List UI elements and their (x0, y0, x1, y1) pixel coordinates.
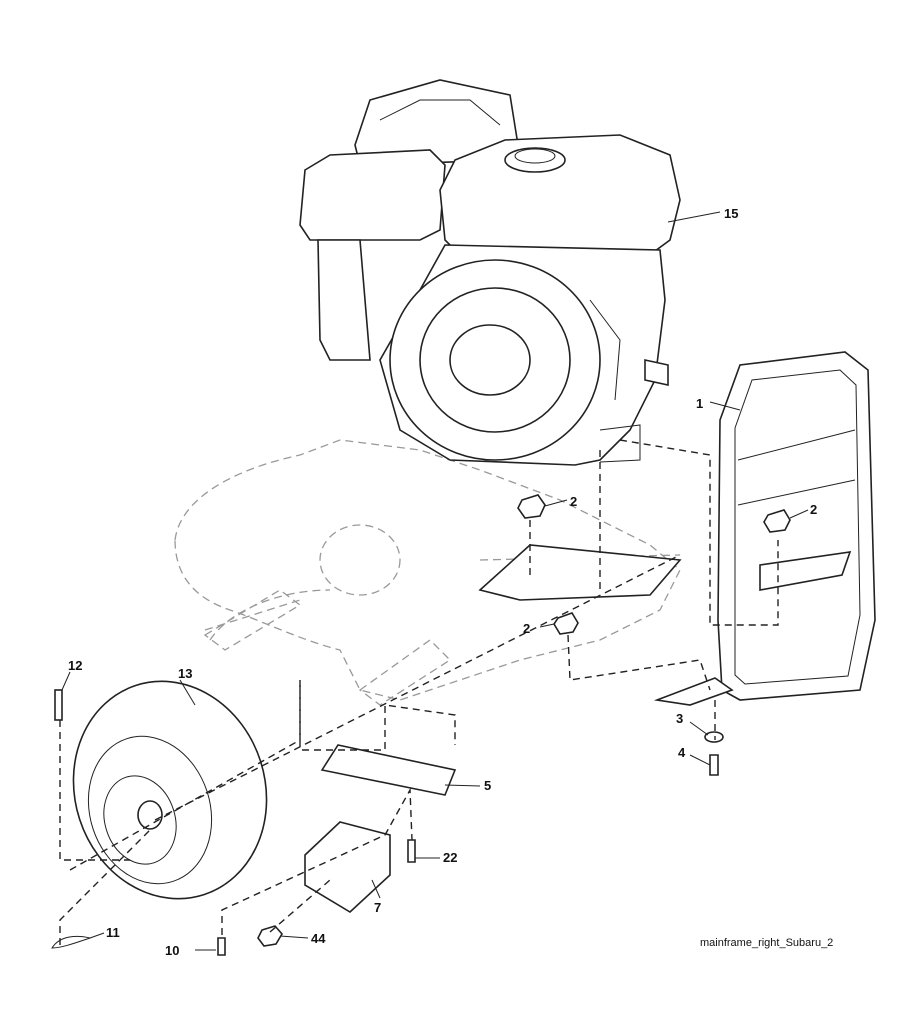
callout-2-right: 2 (810, 502, 817, 517)
callout-15: 15 (724, 206, 738, 221)
bracket (320, 744, 457, 796)
callout-1: 1 (696, 396, 703, 411)
callout-4: 4 (678, 745, 686, 760)
callout-12: 12 (68, 658, 82, 673)
callout-11: 11 (106, 925, 120, 940)
diagram-caption: mainframe_right_Subaru_2 (700, 937, 833, 949)
callout-2-lower: 2 (523, 621, 530, 636)
wheel (72, 680, 268, 900)
engine (299, 79, 681, 466)
callout-13: 13 (178, 666, 192, 681)
callout-3: 3 (676, 711, 683, 726)
bumper (653, 351, 876, 706)
mounting-plate (478, 544, 682, 601)
callout-7: 7 (374, 900, 381, 915)
callout-5: 5 (484, 778, 491, 793)
callout-10: 10 (165, 943, 179, 958)
hardware (51, 494, 791, 956)
callout-2-left: 2 (570, 494, 577, 509)
leader-lines (61, 211, 809, 951)
weight (304, 821, 391, 913)
callout-22: 22 (443, 850, 457, 865)
assembly-lines (59, 439, 779, 945)
callout-44: 44 (311, 931, 326, 946)
